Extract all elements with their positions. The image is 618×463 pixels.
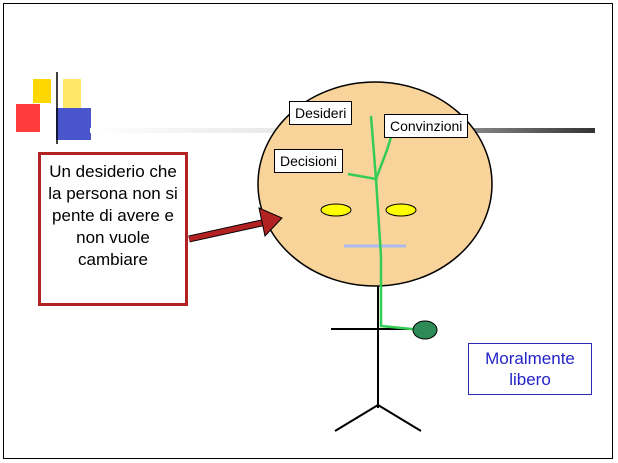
green-node	[412, 320, 438, 340]
right-eye	[385, 203, 417, 217]
yellow-square	[33, 79, 51, 103]
arrow-shaft	[188, 219, 267, 242]
decorative-squares	[16, 72, 91, 144]
label-convinzioni: Convinzioni	[384, 114, 469, 138]
blue-square	[56, 108, 91, 140]
label-desideri: Desideri	[289, 101, 353, 125]
left-leg	[334, 404, 379, 432]
moral-box: Moralmente libero	[468, 343, 592, 395]
callout-box: Un desiderio che la persona non si pente…	[38, 152, 188, 306]
path-convinzioni	[374, 133, 394, 180]
right-leg	[377, 404, 422, 432]
slide: Desideri Convinzioni Decisioni Un deside…	[3, 3, 613, 459]
yellow-square-2	[63, 79, 81, 109]
left-eye	[320, 203, 352, 217]
arrow-head	[258, 207, 283, 238]
label-decisioni: Decisioni	[274, 149, 343, 173]
red-arrow	[188, 207, 283, 243]
path-main	[374, 178, 423, 332]
red-square	[16, 104, 40, 132]
